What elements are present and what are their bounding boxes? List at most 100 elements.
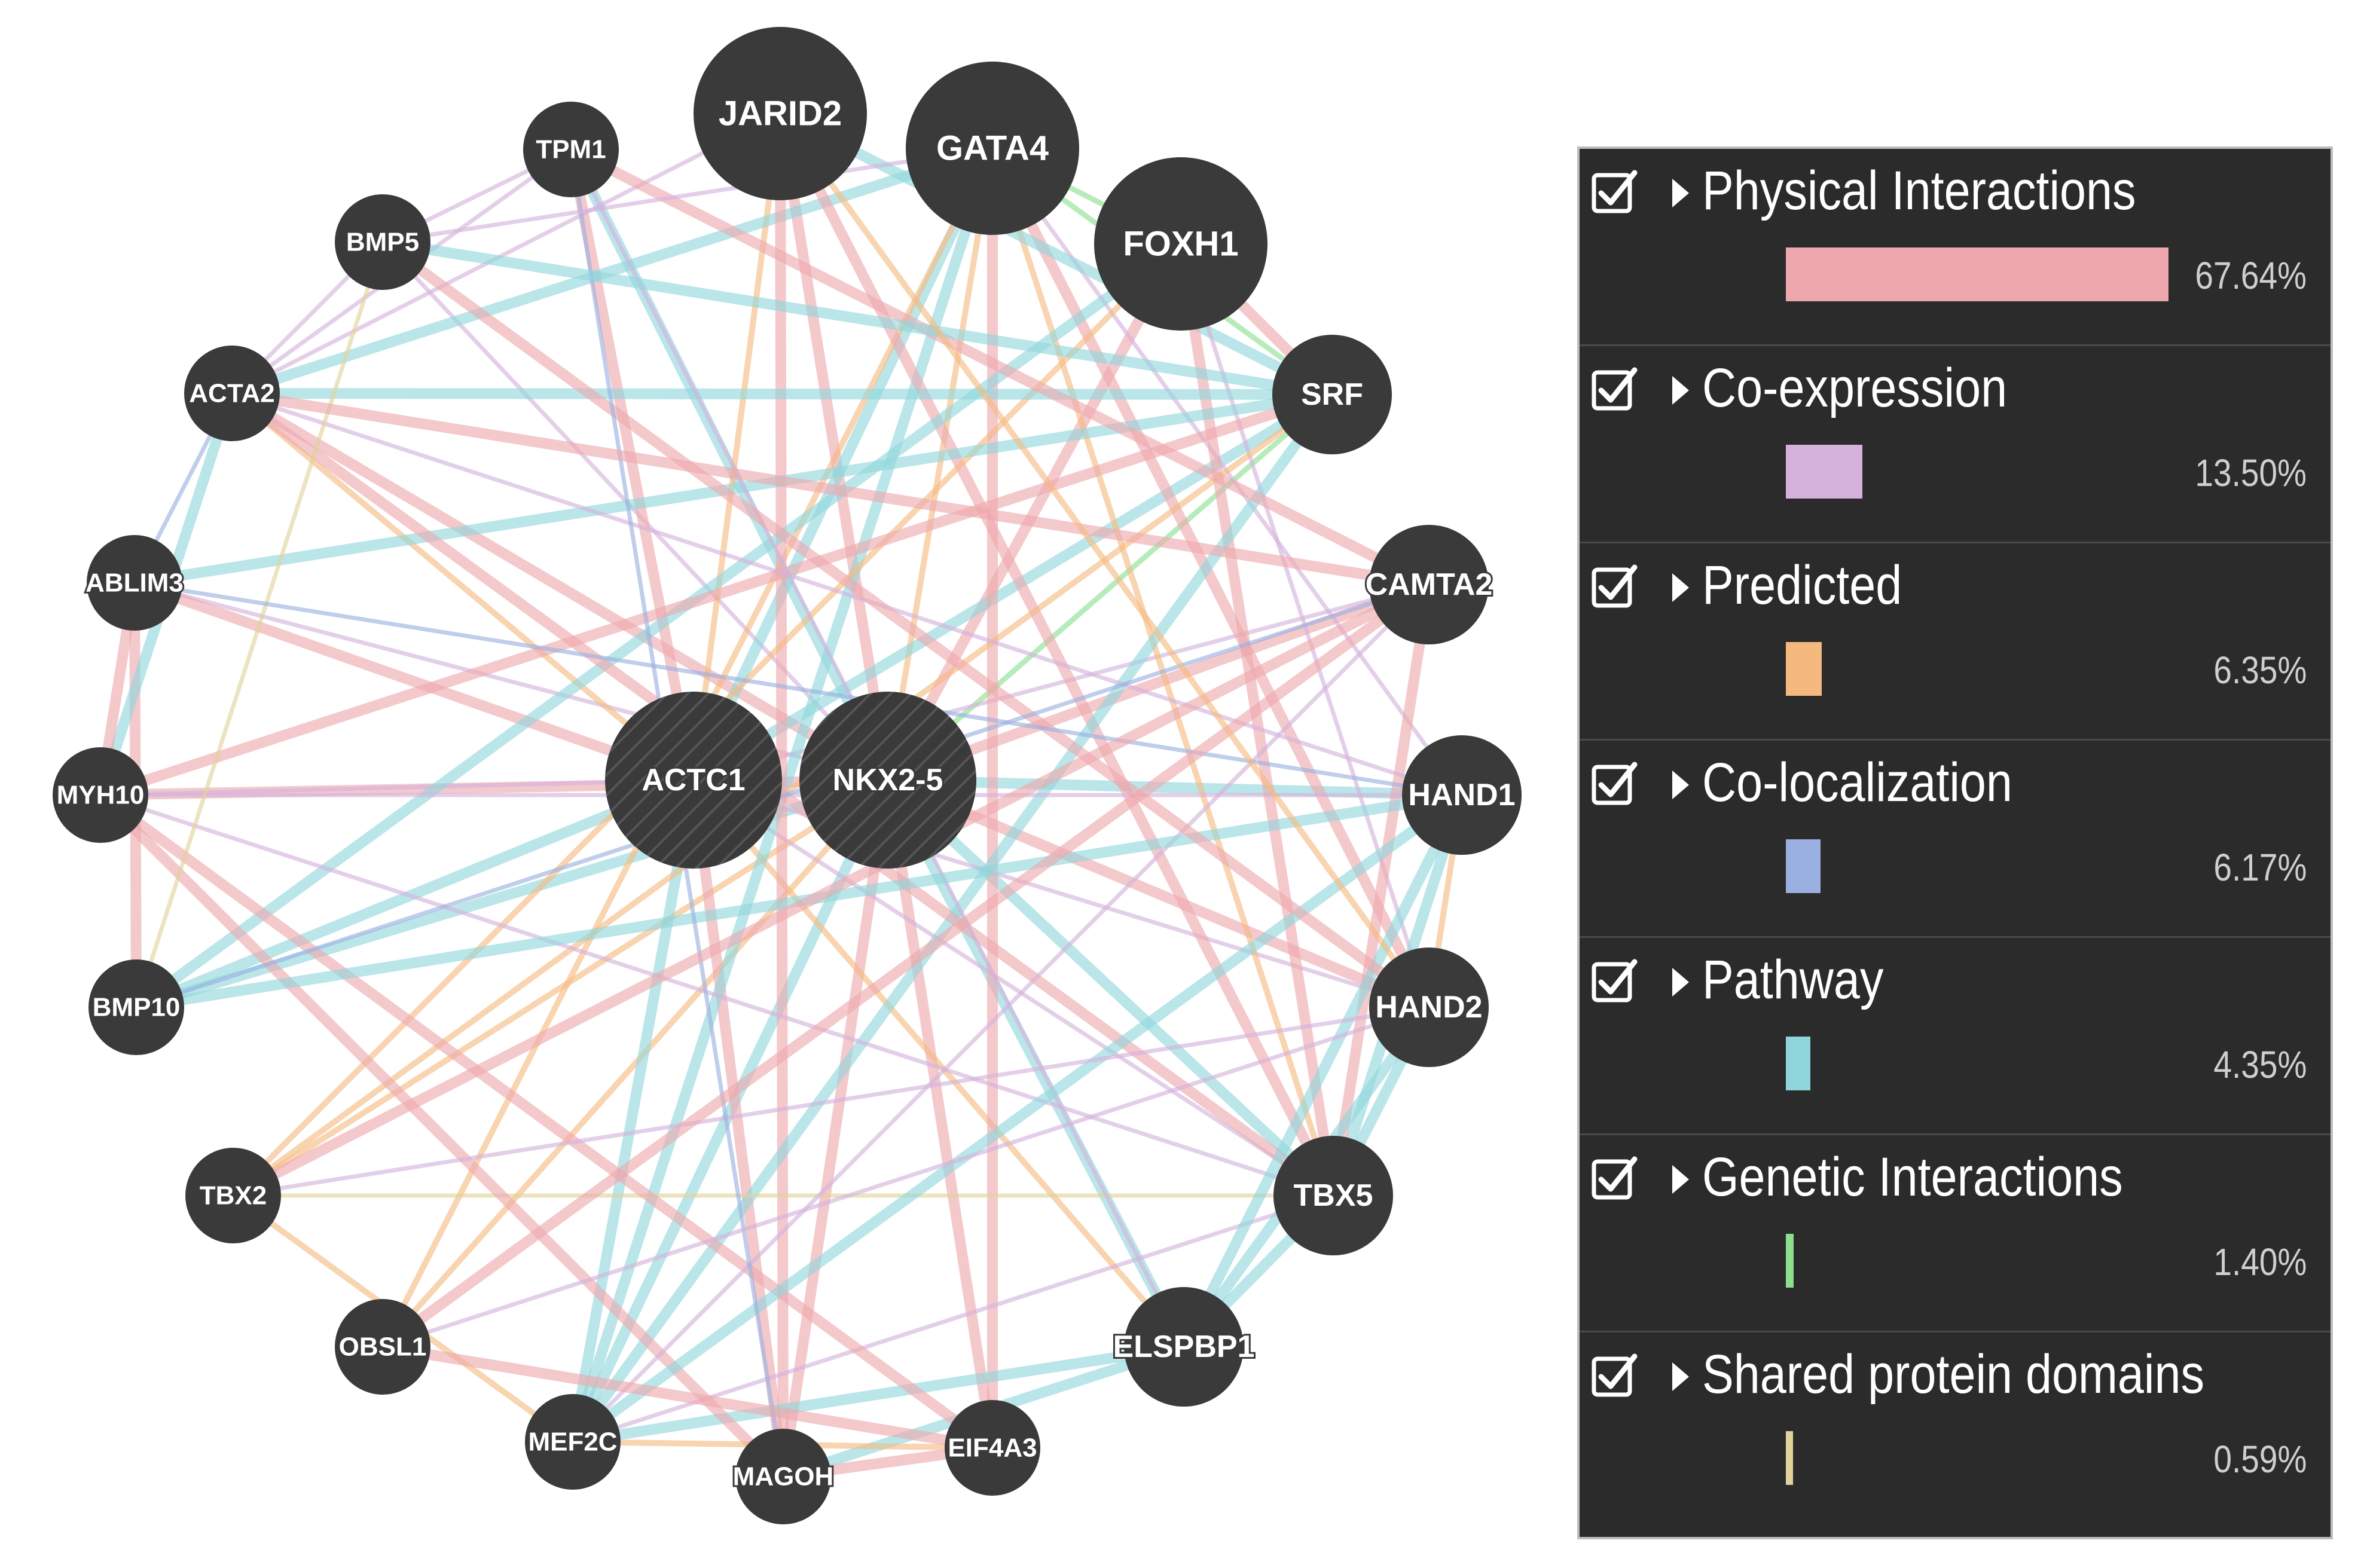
gene-node-circle[interactable]: [53, 747, 148, 843]
edge-obsl1-eif4a3: [377, 1341, 998, 1453]
gene-node-bmp5[interactable]: BMP5: [335, 194, 430, 290]
gene-node-circle[interactable]: [906, 62, 1079, 235]
gene-node-acta2[interactable]: ACTA2: [184, 346, 280, 441]
gene-node-circle[interactable]: [605, 692, 782, 869]
gene-node-tbx5[interactable]: TBX5: [1273, 1136, 1393, 1255]
gene-node-circle[interactable]: [87, 535, 182, 631]
gene-node-circle[interactable]: [185, 1148, 281, 1243]
edge-actc1-acta2: [229, 390, 697, 783]
edge-acta2-camta2: [227, 388, 1434, 590]
checkbox-checked-icon[interactable]: [1590, 759, 1641, 809]
gene-node-label: FOXH1: [1123, 225, 1238, 264]
gene-node-elspbp1[interactable]: ELSPBP1: [1111, 1287, 1256, 1407]
edge-obsl1-hand2: [380, 1005, 1431, 1349]
edge-hand2-tbx2: [231, 1005, 1431, 1198]
legend-item-label: Co-localization: [1702, 752, 2012, 813]
gene-node-circle[interactable]: [525, 1394, 621, 1490]
gene-node-nkx2-5[interactable]: NKX2-5: [799, 692, 976, 869]
checkbox-checked-icon[interactable]: [1590, 1350, 1641, 1401]
checkbox-checked-icon[interactable]: [1590, 364, 1641, 414]
gene-node-bmp10[interactable]: BMP10: [88, 959, 184, 1055]
edge-actc1-mef2c: [567, 775, 699, 1447]
gene-node-jarid2[interactable]: JARID2: [694, 27, 867, 200]
gene-node-magoh[interactable]: MAGOH: [731, 1429, 835, 1524]
edge-nkx2-5-gata4: [885, 145, 995, 783]
legend-item-bar: [1786, 839, 1821, 893]
gene-node-circle[interactable]: [1273, 1136, 1393, 1255]
expand-arrow-icon[interactable]: [1672, 968, 1689, 997]
gene-node-label: ELSPBP1: [1113, 1329, 1255, 1364]
checkbox-checked-icon[interactable]: [1590, 1153, 1641, 1203]
gene-node-circle[interactable]: [1124, 1287, 1244, 1407]
checkbox-checked-icon[interactable]: [1590, 956, 1641, 1006]
gene-node-gata4[interactable]: GATA4: [906, 62, 1079, 235]
gene-node-circle[interactable]: [1094, 157, 1267, 331]
gene-node-circle[interactable]: [945, 1400, 1040, 1496]
edge-nkx2-5-eif4a3: [882, 775, 998, 1453]
edge-myh10-eif4a3: [95, 790, 998, 1453]
expand-arrow-icon[interactable]: [1672, 771, 1689, 799]
gene-node-mef2c[interactable]: MEF2C: [525, 1394, 621, 1490]
checkbox-checked-icon[interactable]: [1590, 167, 1641, 217]
gene-node-label: HAND1: [1408, 778, 1515, 812]
edge-actc1-tpm1: [566, 144, 699, 785]
gene-node-tpm1[interactable]: TPM1: [523, 102, 619, 197]
checkbox-checked-icon[interactable]: [1590, 561, 1641, 612]
legend-item-label: Pathway: [1702, 949, 1884, 1010]
edge-srf-myh10: [95, 389, 1337, 800]
edge-foxh1-tbx5: [1175, 239, 1339, 1201]
expand-arrow-icon[interactable]: [1672, 1362, 1689, 1391]
gene-node-myh10[interactable]: MYH10: [53, 747, 148, 843]
gene-node-circle[interactable]: [1369, 525, 1489, 644]
gene-node-actc1[interactable]: ACTC1: [605, 692, 782, 869]
gene-node-hand1[interactable]: HAND1: [1402, 735, 1522, 855]
gene-node-label: TBX5: [1294, 1178, 1373, 1213]
gene-node-label: EIF4A3: [948, 1433, 1037, 1463]
gene-node-circle[interactable]: [1402, 735, 1522, 855]
gene-node-circle[interactable]: [88, 959, 184, 1055]
expand-arrow-icon[interactable]: [1672, 1165, 1689, 1194]
expand-arrow-icon[interactable]: [1672, 376, 1689, 405]
gene-node-circle[interactable]: [694, 27, 867, 200]
gene-node-circle[interactable]: [184, 346, 280, 441]
gene-node-label: BMP10: [93, 993, 181, 1022]
gene-node-label: BMP5: [346, 228, 419, 257]
gene-node-circle[interactable]: [1369, 947, 1489, 1067]
gene-node-circle[interactable]: [523, 102, 619, 197]
gene-node-label: TBX2: [200, 1181, 267, 1211]
edge-gata4-acta2: [227, 143, 998, 399]
gene-node-circle[interactable]: [335, 194, 430, 290]
gene-node-hand2[interactable]: HAND2: [1369, 947, 1489, 1067]
gene-node-circle[interactable]: [799, 692, 976, 869]
gene-node-srf[interactable]: SRF: [1272, 335, 1392, 454]
gene-node-obsl1[interactable]: OBSL1: [335, 1299, 430, 1395]
gene-node-label: GATA4: [936, 129, 1049, 168]
gene-node-foxh1[interactable]: FOXH1: [1094, 157, 1267, 331]
gene-node-circle[interactable]: [735, 1429, 831, 1524]
edge-actc1-magoh: [688, 775, 789, 1482]
legend-item-percent: 1.40%: [2213, 1240, 2307, 1283]
gene-node-tbx2[interactable]: TBX2: [185, 1148, 281, 1243]
gene-node-ablim3[interactable]: ABLIM3: [84, 535, 185, 631]
edge-tbx2-camta2: [228, 579, 1434, 1201]
gene-node-camta2[interactable]: CAMTA2: [1364, 525, 1494, 644]
gene-node-eif4a3[interactable]: EIF4A3: [945, 1400, 1040, 1496]
edge-hand2-bmp5: [377, 237, 1434, 1013]
gene-node-circle[interactable]: [1272, 335, 1392, 454]
edge-ablim3-hand1: [132, 580, 1464, 797]
edge-mef2c-hand1: [567, 790, 1467, 1447]
edge-nkx2-5-hand1: [882, 775, 1467, 800]
expand-arrow-icon[interactable]: [1672, 573, 1689, 602]
edge-nkx2-5-obsl1: [380, 777, 891, 1350]
expand-arrow-icon[interactable]: [1672, 179, 1689, 207]
gene-node-label: ABLIM3: [85, 568, 184, 598]
gene-node-circle[interactable]: [335, 1299, 430, 1395]
